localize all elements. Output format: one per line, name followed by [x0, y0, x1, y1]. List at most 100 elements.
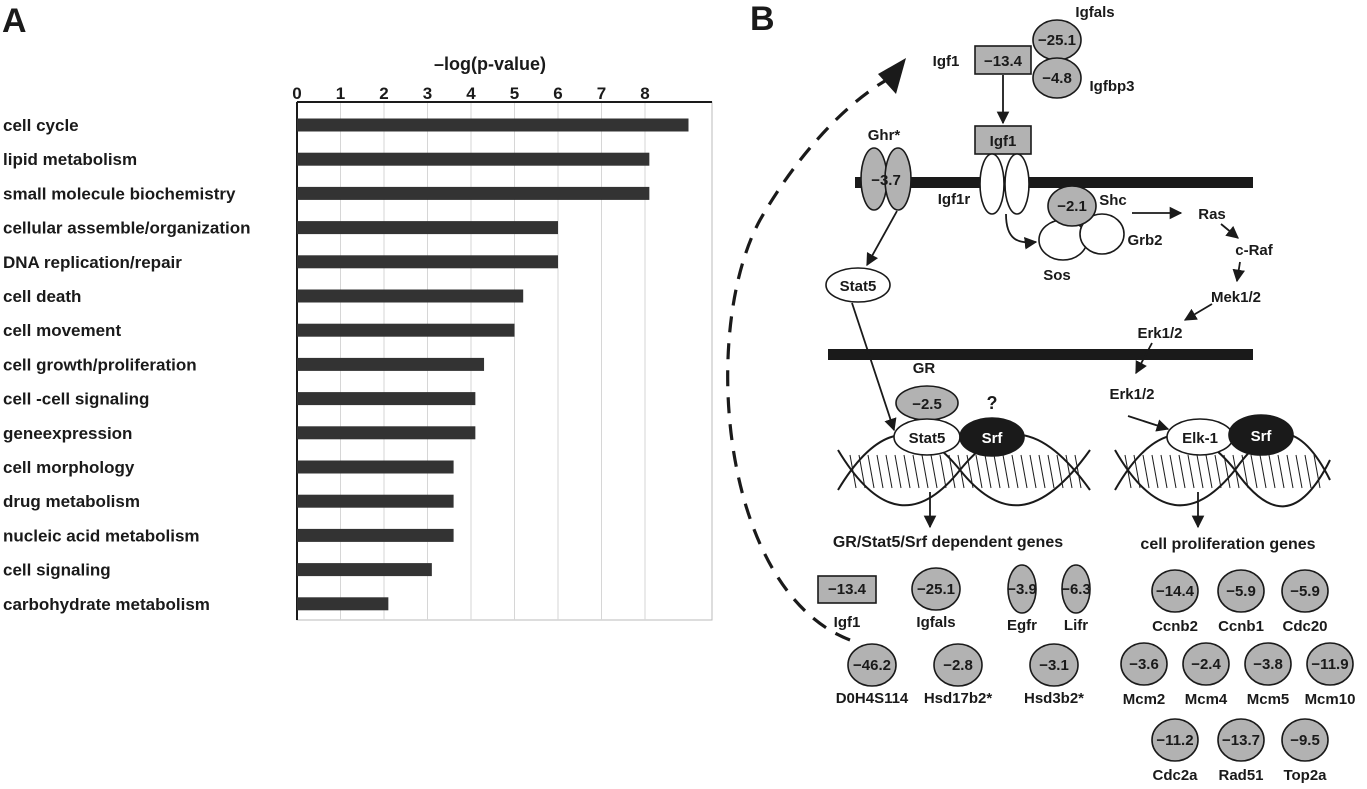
- x-tick-label: 5: [510, 84, 519, 103]
- dna-rung: [885, 454, 893, 489]
- gr-label: GR: [913, 360, 936, 377]
- dna-rung: [1002, 454, 1010, 489]
- x-tick-label: 4: [466, 84, 476, 103]
- gene-value: −14.4: [1156, 583, 1195, 600]
- gene-name: Mcm2: [1123, 691, 1166, 708]
- category-label: lipid metabolism: [3, 150, 137, 169]
- gene-value: −11.9: [1311, 656, 1348, 673]
- igfbp3-top-label: Igfbp3: [1090, 78, 1135, 95]
- dna-left-rungs: [849, 454, 1082, 489]
- gene-node: [1120, 642, 1168, 686]
- gene-name: Mcm10: [1305, 691, 1356, 708]
- gene-node: [817, 575, 877, 604]
- x-tick-label: 3: [423, 84, 432, 103]
- gene-name: Ccnb2: [1152, 618, 1198, 635]
- right-gene-list: −14.4Ccnb2−5.9Ccnb1−5.9Cdc20−3.6Mcm2−2.4…: [1120, 569, 1356, 784]
- grb2-node: [1079, 213, 1125, 255]
- gene-node: [1007, 564, 1037, 614]
- x-tick-label: 7: [597, 84, 606, 103]
- gene-value: −3.9: [1007, 581, 1037, 598]
- gene-node: [1182, 642, 1230, 686]
- dna-rung: [966, 454, 974, 489]
- srf-right-node: [1228, 414, 1294, 456]
- left-gene-list: −13.4Igf1−25.1Igfals−3.9Egfr−6.3Lifr−46.…: [817, 564, 1091, 707]
- ghr-right-subunit: [884, 147, 912, 211]
- gene-node: [1281, 569, 1329, 613]
- gene-value: −46.2: [853, 657, 891, 674]
- gene-name: Rad51: [1218, 767, 1263, 784]
- bar: [297, 426, 476, 440]
- gene-name: Ccnb1: [1218, 618, 1264, 635]
- sos-label: Sos: [1043, 267, 1071, 284]
- dna-rung: [1151, 454, 1159, 489]
- dna-rung: [1313, 454, 1321, 489]
- ghr-value: −3.7: [871, 172, 901, 189]
- dna-right-strand-2: [1114, 433, 1331, 508]
- dna-left-strand-2: [837, 433, 1091, 507]
- dna-rung: [1259, 454, 1267, 489]
- igfals-top-label: Igfals: [1075, 4, 1114, 21]
- igf1-top-value: −13.4: [984, 53, 1023, 70]
- gene-value: −5.9: [1226, 583, 1256, 600]
- category-label: DNA replication/repair: [3, 253, 182, 272]
- category-label: cell signaling: [3, 561, 111, 580]
- right-gene-section-title: cell proliferation genes: [1140, 536, 1315, 553]
- dna-rung: [858, 454, 866, 489]
- category-label: carbohydrate metabolism: [3, 595, 210, 614]
- bar: [297, 323, 515, 337]
- dna-rung: [930, 454, 938, 489]
- x-tick-label: 2: [379, 84, 388, 103]
- gene-value: −5.9: [1290, 583, 1320, 600]
- gene-node: [1217, 718, 1265, 762]
- gene-value: −6.3: [1061, 581, 1091, 598]
- erk-cyto-label: Erk1/2: [1137, 325, 1182, 342]
- dna-rung: [1250, 454, 1258, 489]
- stat5-nuc-label: Stat5: [909, 430, 946, 447]
- dna-rung: [1205, 454, 1213, 489]
- question-mark: ?: [987, 393, 998, 413]
- dna-rung: [975, 454, 983, 489]
- ras-to-craf-arrow: [1220, 223, 1239, 239]
- category-label: cell movement: [3, 321, 121, 340]
- x-tick-label: 0: [292, 84, 301, 103]
- panel-a-letter: A: [2, 2, 27, 40]
- gene-node: [1306, 642, 1354, 686]
- dna-rung: [849, 454, 857, 489]
- dna-rung: [1011, 454, 1019, 489]
- shc-node: [1047, 185, 1097, 227]
- igf1-bound-label: Igf1: [990, 133, 1017, 150]
- dna-rung: [1169, 454, 1177, 489]
- gene-value: −25.1: [917, 581, 955, 598]
- feedback-dashed-arrow: [726, 76, 891, 642]
- stat5-cyto-label: Stat5: [840, 278, 877, 295]
- gene-node: [1061, 564, 1091, 614]
- dna-rung: [1187, 454, 1195, 489]
- dna-rung: [1214, 454, 1222, 489]
- bars: [297, 118, 689, 611]
- dna-rung: [1223, 454, 1231, 489]
- mek-label: Mek1/2: [1211, 289, 1261, 306]
- igf1r-to-sos-arrow: [1005, 213, 1038, 250]
- category-label: drug metabolism: [3, 492, 140, 511]
- dna-rung: [1074, 454, 1082, 489]
- gene-name: Hsd17b2*: [924, 690, 993, 707]
- gene-name: Mcm4: [1185, 691, 1228, 708]
- ghr-to-stat5-arrow: [866, 210, 898, 267]
- bar: [297, 357, 485, 371]
- igf1-top-label: Igf1: [933, 53, 960, 70]
- shc-label: Shc: [1099, 192, 1127, 209]
- ghr-label: Ghr*: [868, 127, 901, 144]
- dna-rung: [993, 454, 1001, 489]
- gene-node: [1151, 569, 1199, 613]
- bar: [297, 392, 476, 406]
- bar: [297, 118, 689, 132]
- gene-value: −13.7: [1222, 732, 1260, 749]
- panel-b-letter: B: [750, 0, 775, 38]
- x-tick-label: 1: [336, 84, 345, 103]
- category-label: cell death: [3, 287, 81, 306]
- gene-value: −2.8: [943, 657, 973, 674]
- dna-rung: [948, 454, 956, 489]
- dna-rung: [984, 454, 992, 489]
- gene-node: [1217, 569, 1265, 613]
